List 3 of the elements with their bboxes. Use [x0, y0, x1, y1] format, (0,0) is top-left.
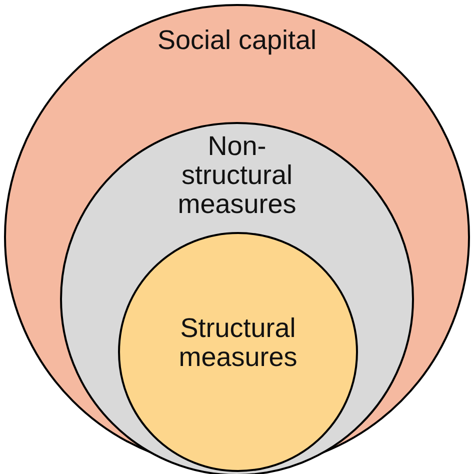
circle-label: Non-structural measures [176, 132, 298, 220]
circle-label: Structural measures [178, 314, 298, 372]
circle-label: Social capital [156, 26, 318, 56]
